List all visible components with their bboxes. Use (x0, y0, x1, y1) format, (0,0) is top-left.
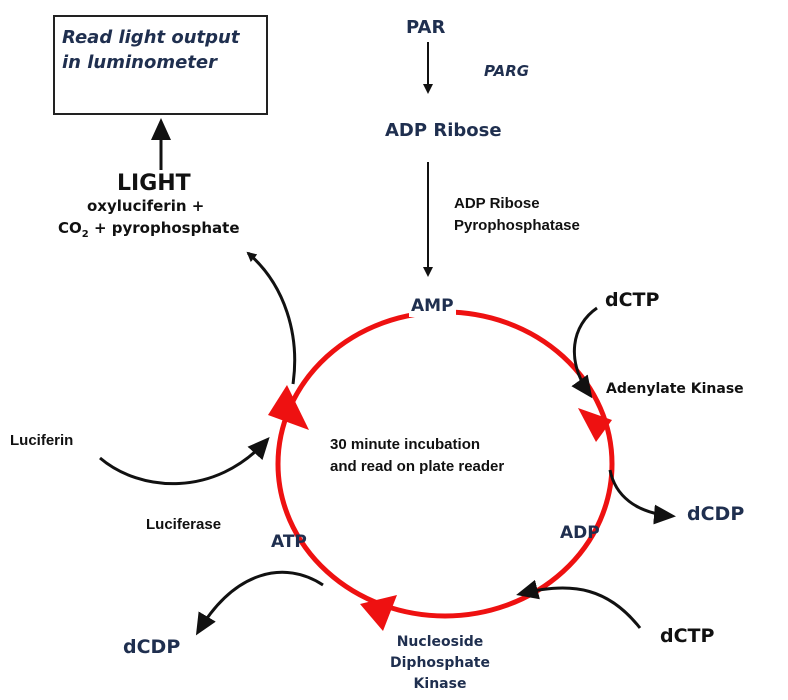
cycle-direction-arrow-left (268, 385, 309, 430)
pyrophosphatase-label: ADP Ribose Pyrophosphatase (454, 193, 580, 237)
adp-ribose-label: ADP Ribose (385, 120, 502, 141)
pyrophosphatase-line-2: Pyrophosphatase (454, 217, 580, 234)
dcdp-right-label: dCDP (687, 503, 745, 525)
pyrophosphatase-line-1: ADP Ribose (454, 195, 540, 212)
luminometer-line-2: in luminometer (62, 52, 217, 73)
light-products-line-1: oxyluciferin + (87, 197, 205, 215)
pyrophosphate-text: + pyrophosphate (88, 219, 240, 237)
parg-label: PARG (484, 62, 530, 80)
co-text: CO (58, 219, 82, 237)
dctp-bottom-label: dCTP (660, 625, 715, 647)
dcdp-right-arrow (608, 469, 676, 525)
ndk-line-3: Kinase (413, 676, 467, 692)
dcdp-left-arrow (195, 570, 324, 636)
cycle-direction-arrow-right (578, 408, 612, 442)
incubation-line-1: 30 minute incubation (330, 436, 481, 453)
co-subscript: 2 (81, 229, 89, 240)
luciferin-label: Luciferin (10, 432, 74, 449)
incubation-label: 30 minute incubation and read on plate r… (330, 434, 504, 478)
amp-label: AMP (409, 296, 456, 317)
luminometer-label: Read light output in luminometer (62, 25, 239, 75)
luciferin-arrow (99, 437, 270, 486)
luciferase-label: Luciferase (146, 516, 222, 533)
dcdp-left-label: dCDP (123, 636, 181, 658)
dctp-top-arrow (571, 306, 598, 399)
ndk-label: Nucleoside Diphosphate Kinase (390, 632, 490, 695)
cycle-direction-arrow-bottom (360, 595, 397, 631)
par-label: PAR (406, 17, 446, 38)
ndk-line-1: Nucleoside (396, 634, 484, 650)
adp-label: ADP (560, 523, 600, 543)
luminometer-line-1: Read light output (62, 27, 240, 48)
dctp-bottom-arrow (516, 579, 642, 629)
adenylate-kinase-label: Adenylate Kinase (606, 381, 744, 397)
atp-to-light-arrow (246, 251, 297, 385)
light-title: LIGHT (117, 171, 191, 196)
incubation-line-2: and read on plate reader (330, 458, 505, 475)
light-products-line-2: CO2 + pyrophosphate (58, 219, 240, 241)
atp-label: ATP (271, 532, 307, 552)
ndk-line-2: Diphosphate (390, 655, 490, 671)
dctp-top-label: dCTP (605, 289, 660, 311)
luminometer-box (53, 15, 268, 115)
